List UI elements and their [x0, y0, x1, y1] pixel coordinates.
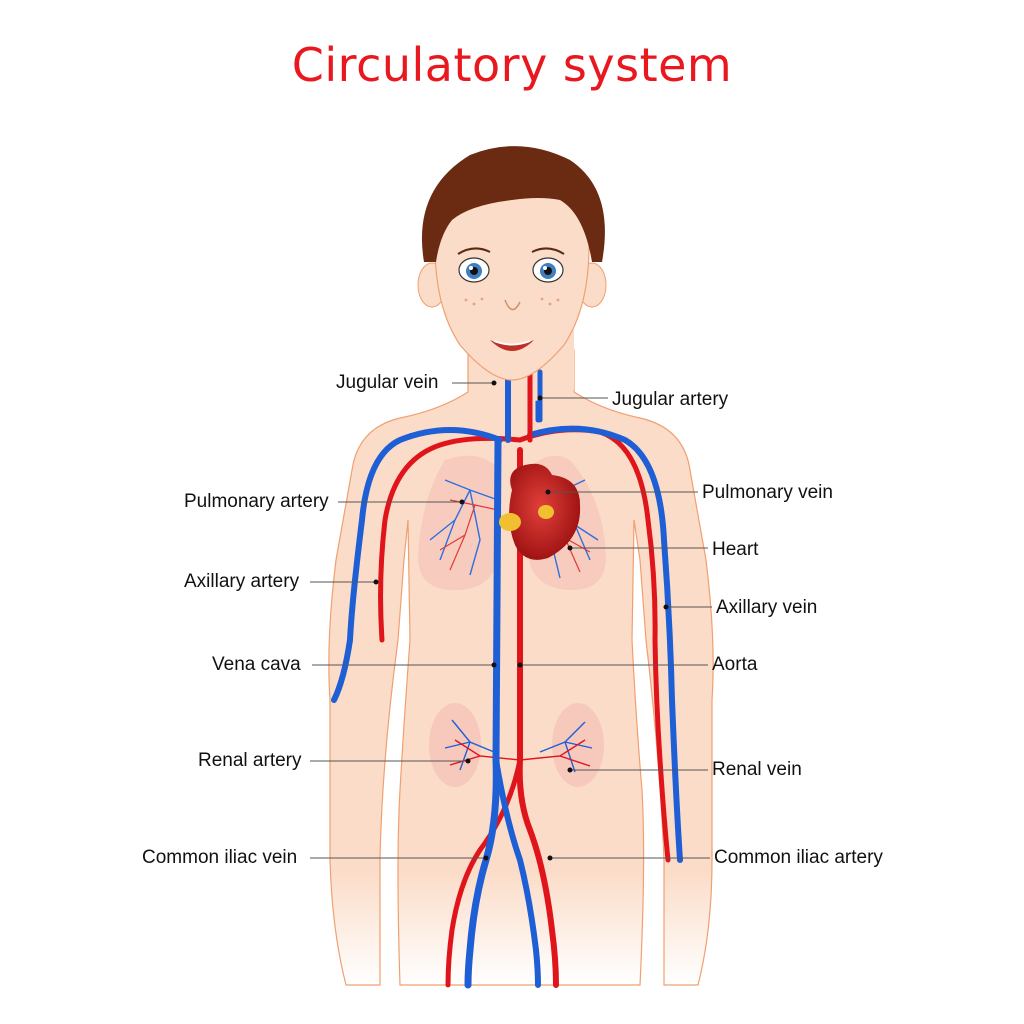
label-common-iliac-vein: Common iliac vein: [142, 847, 298, 868]
left-lung: [418, 455, 500, 591]
diagram-title: Circulatory system: [291, 38, 733, 92]
label-vena-cava: Vena cava: [212, 654, 301, 675]
label-axillary-artery: Axillary artery: [184, 571, 300, 592]
heart: [499, 463, 581, 560]
label-pulmonary-vein: Pulmonary vein: [702, 482, 833, 503]
label-renal-vein: Renal vein: [712, 759, 802, 780]
nose: [504, 299, 521, 311]
freckles: [464, 297, 560, 306]
label-common-iliac-artery: Common iliac artery: [714, 847, 883, 868]
label-heart: Heart: [712, 539, 759, 560]
leader-dots: [373, 380, 669, 861]
label-axillary-vein: Axillary vein: [716, 597, 818, 618]
hair: [421, 146, 605, 262]
label-jugular-vein: Jugular vein: [336, 372, 439, 393]
right-eye: [532, 257, 564, 283]
heart-fat-right: [538, 505, 554, 519]
kidneys: [429, 703, 604, 787]
left-eyebrow: [457, 247, 491, 255]
label-jugular-artery: Jugular artery: [612, 389, 729, 410]
label-aorta: Aorta: [712, 654, 758, 675]
leader-lines: [310, 382, 712, 859]
label-pulmonary-artery: Pulmonary artery: [184, 491, 329, 512]
left-eye: [458, 257, 490, 283]
right-eyebrow: [531, 247, 565, 255]
label-renal-artery: Renal artery: [198, 750, 302, 771]
heart-fat-left: [499, 513, 521, 531]
head: [417, 146, 607, 381]
